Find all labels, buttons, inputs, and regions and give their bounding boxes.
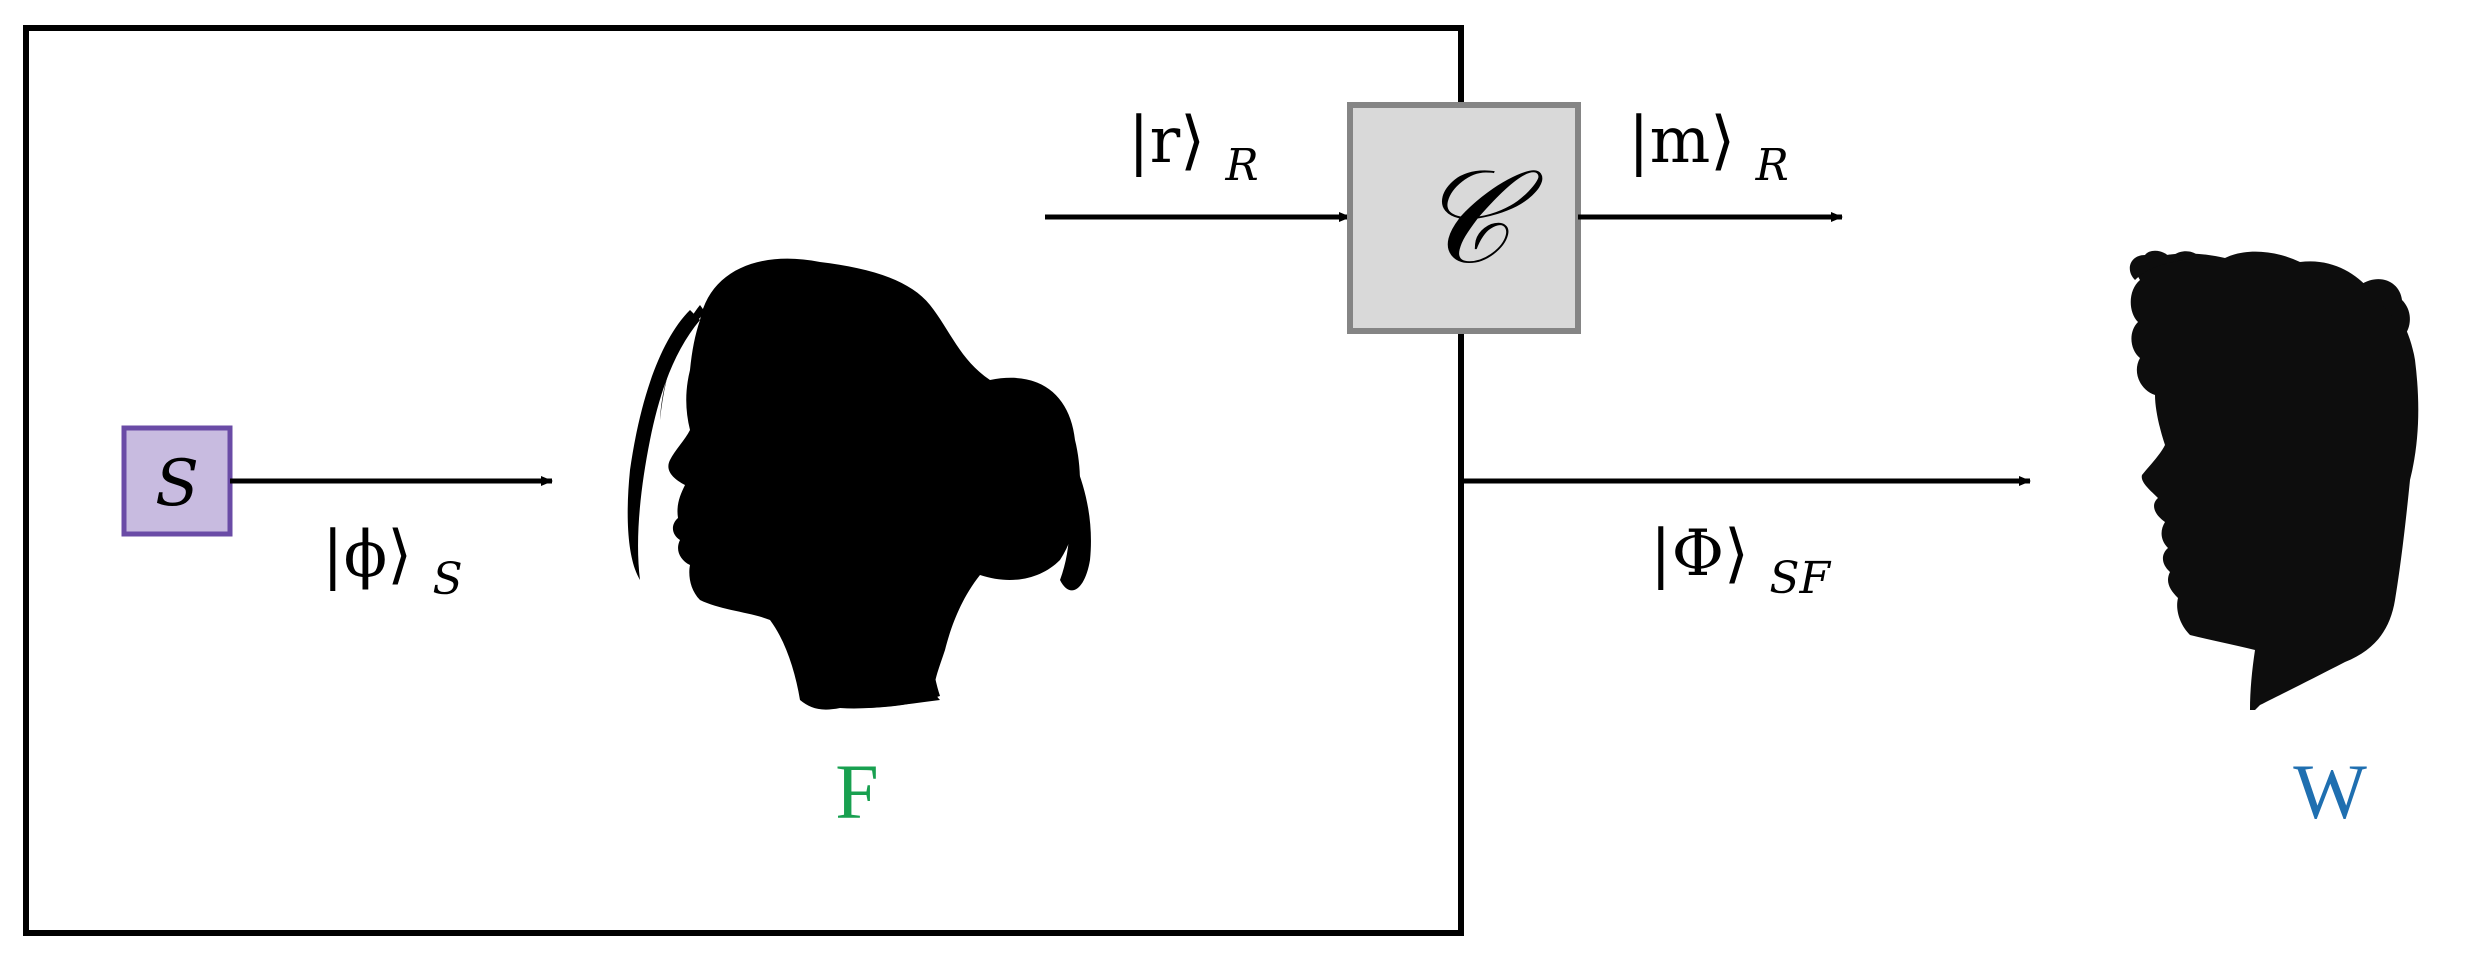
state-phi-ket: |ϕ⟩ — [322, 518, 412, 592]
channel-box — [1350, 105, 1578, 331]
channel-node: 𝒞 — [1347, 102, 1581, 334]
svg-text:|m⟩ R: |m⟩ R — [1628, 104, 1789, 191]
state-Phi-subscript: SF — [1769, 553, 1831, 604]
source-node: S — [121, 425, 233, 537]
state-Phi-label: |Φ⟩ SF — [1650, 517, 1831, 604]
state-phi-label: |ϕ⟩ S — [322, 518, 463, 605]
wigner-label: W — [2293, 748, 2367, 835]
state-m-label: |m⟩ R — [1628, 104, 1789, 191]
state-r-ket: |r⟩ — [1128, 104, 1205, 178]
state-phi-subscript: S — [433, 554, 463, 605]
state-m-subscript: R — [1755, 140, 1789, 191]
source-box — [124, 428, 230, 534]
state-Phi-ket: |Φ⟩ — [1650, 517, 1749, 591]
male-head-silhouette-icon — [2129, 250, 2419, 710]
svg-text:|Φ⟩ SF: |Φ⟩ SF — [1650, 517, 1831, 604]
state-m-ket: |m⟩ — [1628, 104, 1735, 178]
svg-text:|ϕ⟩ S: |ϕ⟩ S — [322, 518, 463, 605]
friend-label: F — [835, 748, 878, 835]
female-head-silhouette-icon — [627, 258, 1091, 710]
state-r-subscript: R — [1224, 140, 1258, 191]
state-r-label: |r⟩ R — [1128, 104, 1259, 191]
source-label: S — [155, 447, 199, 521]
svg-text:|r⟩ R: |r⟩ R — [1128, 104, 1259, 191]
